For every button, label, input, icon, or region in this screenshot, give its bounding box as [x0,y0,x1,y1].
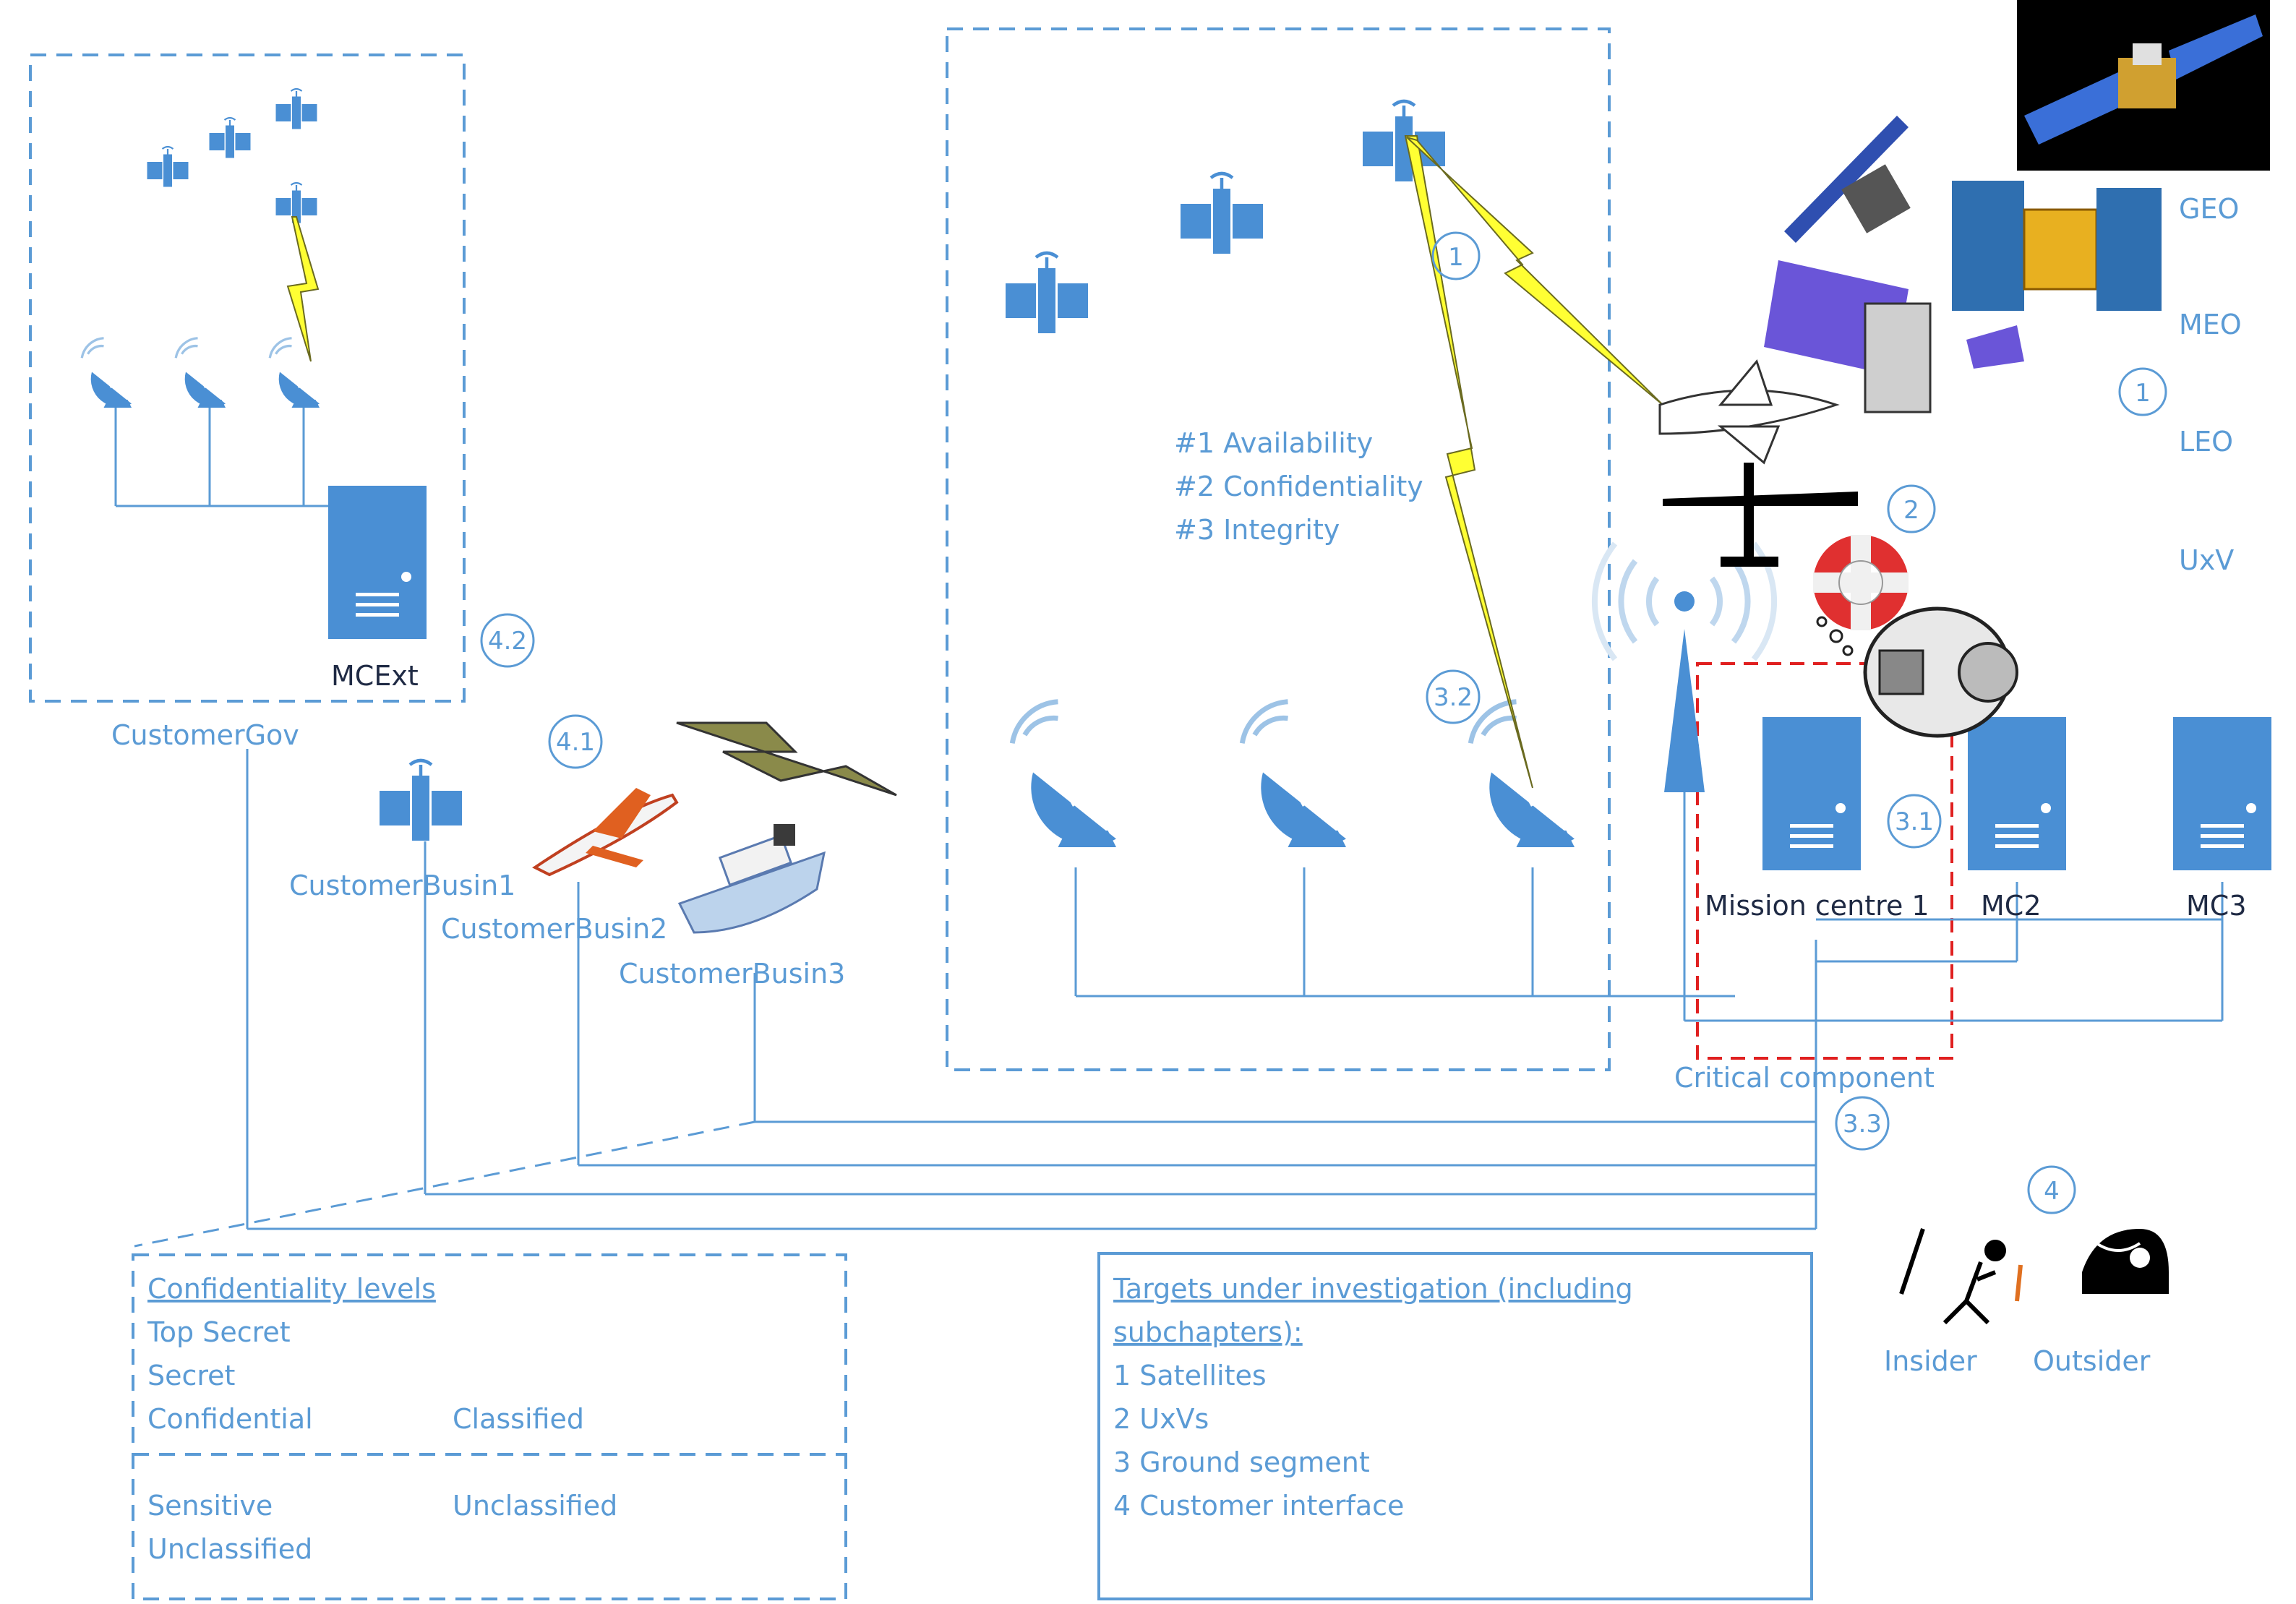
server-label-mission-centre-1: Mission centre 1 [1705,890,1929,922]
marker-label: 3.1 [1895,807,1934,836]
server-label-mc2: MC2 [1981,890,2042,922]
satellite-icon [380,760,462,841]
target-item: 1 Satellites [1113,1360,1267,1391]
priority-integrity: #3 Integrity [1174,514,1340,546]
critical-component-box [1696,662,1953,1060]
legend-connector [134,1120,755,1248]
server-icon [1762,717,1861,870]
glider-icon [1663,463,1858,567]
server-label-mcext: MCExt [331,660,419,692]
ground-dish-icon [268,337,321,409]
marker-label: 1 [1448,243,1464,272]
level-sensitive: Sensitive [147,1490,273,1522]
ground-dish-icon [174,337,227,409]
level-confidential: Confidential [147,1403,313,1435]
lightning-icon [1406,137,1663,406]
uav-icon [1658,359,1840,465]
server-label-mc3: MC3 [2186,890,2247,922]
priority-availability: #1 Availability [1174,427,1373,459]
priority-confidentiality: #2 Confidentiality [1174,471,1423,502]
orbit-label-uxv: UxV [2179,544,2234,576]
customer-label-busin2: CustomerBusin2 [441,913,667,945]
marker-1-orbit: 1 [2118,367,2167,416]
marker-3-1: 3.1 [1887,794,1942,849]
ground-dish-icon [80,337,133,409]
fighter-jet-icon [676,721,897,797]
server-icon [328,486,427,639]
network-lines [114,405,2224,1230]
satellite-icon [275,87,318,130]
server-icon [2173,717,2271,870]
satellite-icon [146,145,189,188]
satellite-icon [208,116,252,159]
confidentiality-title: Confidentiality levels [147,1273,436,1305]
lightning-icon [1404,135,1533,789]
marker-label: 3.3 [1843,1110,1882,1138]
satellite-photo [2017,0,2270,171]
group-unclassified: Unclassified [453,1490,617,1522]
space-segment-box [946,27,1611,1071]
marker-1-space: 1 [1431,231,1481,280]
marker-label: 4.1 [556,728,595,757]
confidentiality-levels-legend: Confidentiality levels Top Secret Secret… [132,1253,847,1600]
targets-title-line1: Targets under investigation (including [1113,1273,1633,1305]
marker-2: 2 [1887,484,1936,533]
ship-icon [677,824,826,934]
threat-label-outsider: Outsider [2033,1345,2151,1377]
airliner-icon [532,788,679,877]
insider-figure-icon [1899,1228,2023,1325]
customer-label-busin3: CustomerBusin3 [619,958,845,990]
targets-legend: Targets under investigation (including s… [1097,1252,1813,1600]
marker-label: 4 [2044,1177,2060,1206]
ground-dish-icon [1470,702,1575,847]
server-icon [1968,717,2066,870]
lightning-icon [286,216,320,362]
target-item: 3 Ground segment [1113,1446,1370,1478]
customer-label-busin1: CustomerBusin1 [289,870,515,901]
orbit-label-leo: LEO [2179,426,2233,458]
orbit-satellites-illustration [1764,116,2162,413]
orbit-label-geo: GEO [2179,193,2239,225]
marker-4-2: 4.2 [480,613,535,668]
outsider-figure-icon [2082,1229,2169,1294]
threat-label-insider: Insider [1884,1345,1977,1377]
target-item: 4 Customer interface [1113,1490,1404,1522]
marker-label: 4.2 [488,627,527,656]
marker-label: 1 [2135,379,2151,408]
antenna-tower-icon [1592,541,1777,792]
customer-label-gov: CustomerGov [111,719,299,751]
target-item: 2 UxVs [1113,1403,1209,1435]
level-unclassified: Unclassified [147,1533,312,1565]
marker-label: 2 [1903,496,1919,525]
level-secret: Secret [147,1360,235,1391]
group-classified: Classified [453,1403,584,1435]
critical-component-label: Critical component [1674,1062,1935,1094]
ground-dish-icon [1242,702,1346,847]
orbit-label-meo: MEO [2179,309,2242,340]
marker-4: 4 [2027,1165,2076,1214]
marker-label: 3.2 [1434,683,1473,712]
satellite-icon [1006,253,1088,333]
level-top-secret: Top Secret [147,1316,291,1348]
targets-title-line2: subchapters): [1113,1316,1303,1348]
marker-3-2: 3.2 [1426,669,1481,724]
marker-4-1: 4.1 [548,714,603,769]
satellite-icon [1181,173,1263,254]
ground-dish-icon [1012,702,1116,847]
underwater-vehicle-icon [1816,606,2018,738]
lifebuoy-icon [1813,535,1909,630]
marker-3-3: 3.3 [1835,1096,1890,1151]
customer-gov-box [29,53,466,703]
satellite-icon [1363,101,1445,181]
